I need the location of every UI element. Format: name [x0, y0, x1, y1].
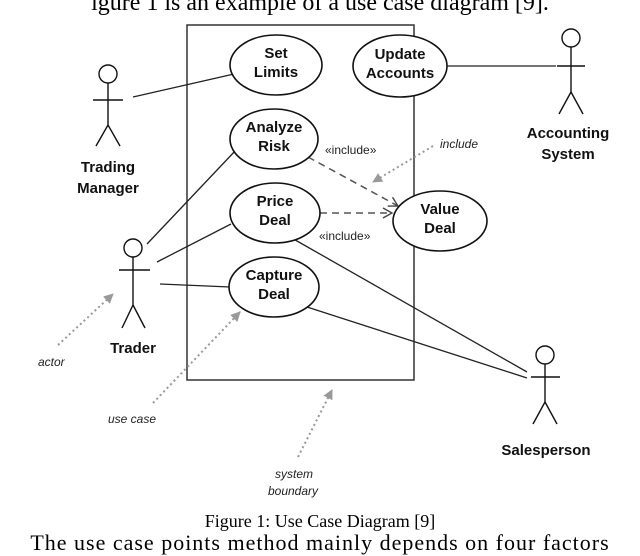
use-case-price-deal: Price Deal — [229, 182, 321, 244]
svg-text:Deal: Deal — [258, 286, 290, 303]
include-analyze-risk-value-deal — [307, 156, 400, 207]
bottom-text-line: The use case points method mainly depend… — [30, 530, 610, 555]
annotation-pointer-actor — [57, 293, 114, 346]
include-label-top: «include» — [325, 143, 377, 157]
include-label-bottom: «include» — [319, 229, 371, 243]
svg-text:Salesperson: Salesperson — [501, 442, 590, 459]
actor-trading-manager: Trading Manager — [77, 64, 139, 197]
svg-text:Risk: Risk — [258, 138, 290, 155]
annotation-use-case: use case — [108, 412, 156, 426]
association-price-deal-salesperson — [289, 236, 528, 373]
use-case-analyze-risk: Analyze Risk — [229, 108, 319, 170]
svg-text:Accounts: Accounts — [366, 65, 434, 82]
svg-text:Limits: Limits — [254, 64, 298, 81]
use-case-capture-deal: Capture Deal — [228, 256, 320, 318]
figure-caption: Figure 1: Use Case Diagram [9] — [204, 511, 436, 531]
use-case-set-limits: Set Limits — [229, 34, 323, 96]
use-case-value-deal: Value Deal — [392, 190, 488, 252]
stick-figure-icon — [119, 238, 150, 329]
annotation-include: include — [440, 137, 478, 151]
svg-text:Accounting: Accounting — [527, 125, 610, 142]
svg-text:Trader: Trader — [110, 340, 156, 357]
annotation-actor: actor — [38, 355, 66, 369]
use-case-update-accounts: Update Accounts — [352, 34, 448, 98]
annotation-pointer-use-case — [152, 311, 241, 404]
stick-figure-icon — [531, 345, 560, 425]
svg-text:Analyze: Analyze — [246, 119, 303, 136]
actor-accounting-system: Accounting System — [527, 28, 610, 163]
annotation-pointer-include — [372, 145, 434, 183]
svg-text:Set: Set — [264, 45, 287, 62]
svg-text:Deal: Deal — [424, 220, 456, 237]
annotation-system-boundary-line1: system — [275, 467, 313, 481]
svg-text:Price: Price — [257, 193, 294, 210]
svg-text:Trading: Trading — [81, 159, 135, 176]
svg-text:Update: Update — [375, 46, 426, 63]
svg-text:System: System — [541, 146, 594, 163]
annotation-system-boundary-line2: boundary — [268, 484, 319, 498]
association-capture-deal-salesperson — [306, 306, 528, 379]
top-text-line: igure 1 is an example of a use case diag… — [91, 0, 549, 16]
annotation-pointer-system-boundary — [297, 389, 333, 458]
actor-trader: Trader — [110, 238, 156, 357]
association-trader-capture-deal — [159, 283, 231, 288]
svg-text:Value: Value — [420, 201, 459, 218]
stick-figure-icon — [557, 28, 585, 115]
association-trader-price-deal — [156, 223, 232, 263]
association-trading-manager-set-limits — [132, 73, 235, 98]
stick-figure-icon — [93, 64, 123, 147]
actor-salesperson: Salesperson — [501, 345, 591, 459]
svg-text:Deal: Deal — [259, 212, 291, 229]
svg-text:Manager: Manager — [77, 180, 139, 197]
association-trader-analyze-risk — [146, 149, 237, 245]
svg-text:Capture: Capture — [246, 267, 303, 284]
